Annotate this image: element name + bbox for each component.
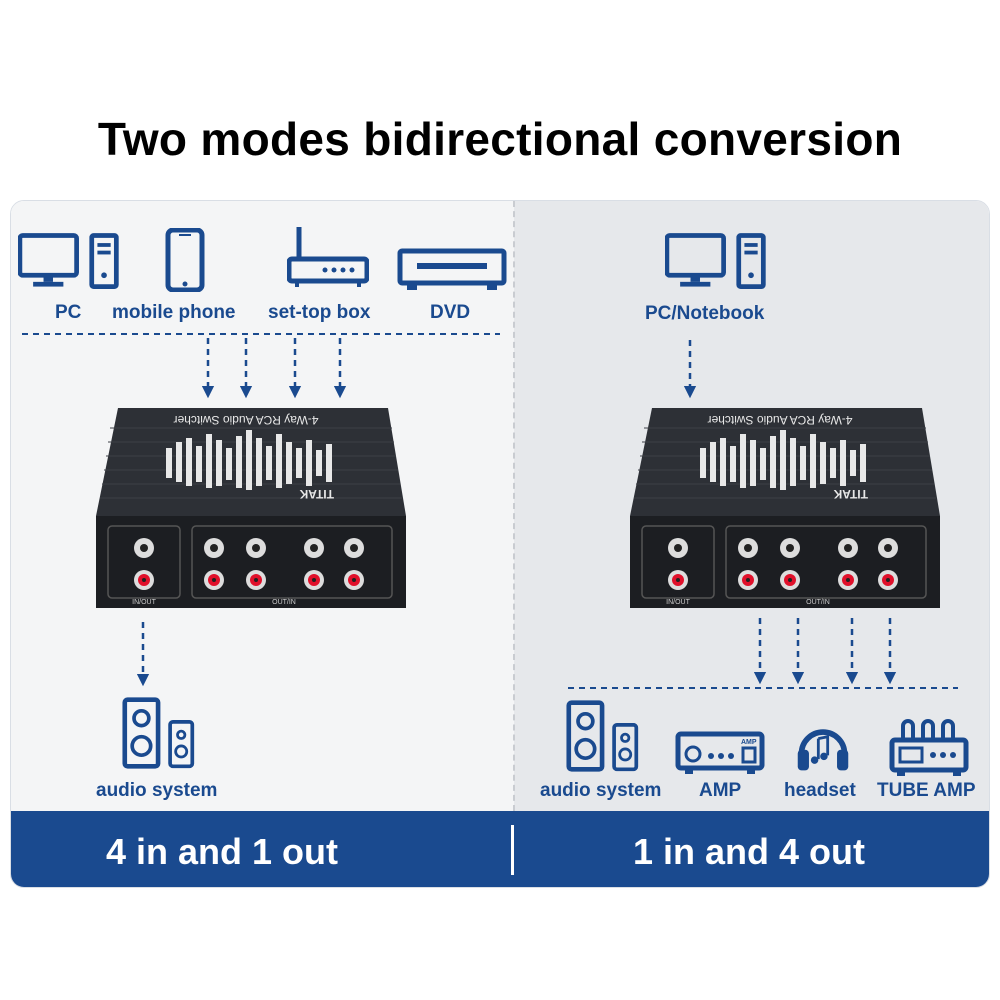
right-mode-label: 1 in and 4 out bbox=[633, 831, 866, 872]
output-label-headset: headset bbox=[784, 780, 856, 801]
output-label-audio-system: audio system bbox=[540, 780, 662, 801]
output-label-audio-system: audio system bbox=[96, 780, 218, 801]
left-mode-label: 4 in and 1 out bbox=[106, 831, 339, 872]
page-title: Two modes bidirectional conversion bbox=[97, 113, 903, 165]
mode-separator bbox=[511, 825, 514, 875]
source-label-pc-notebook: PC/Notebook bbox=[645, 303, 765, 324]
output-label-tube-amp: TUBE AMP bbox=[877, 780, 976, 801]
right-mode-panel bbox=[514, 201, 989, 811]
source-label-pc: PC bbox=[55, 302, 82, 323]
source-label-dvd: DVD bbox=[430, 302, 471, 323]
panel-divider bbox=[513, 201, 515, 811]
source-label-set-top-box: set-top box bbox=[268, 302, 371, 323]
left-mode-panel bbox=[11, 201, 514, 811]
source-label-mobile-phone: mobile phone bbox=[112, 302, 236, 323]
mode-label-bar: 4 in and 1 out 1 in and 4 out bbox=[11, 811, 989, 887]
output-label-amp: AMP bbox=[699, 780, 742, 801]
